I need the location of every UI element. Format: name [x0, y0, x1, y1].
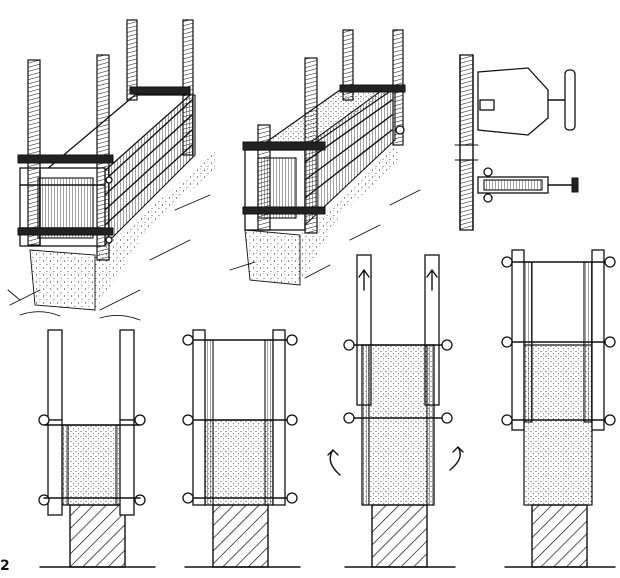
figure-number: 2	[0, 558, 10, 574]
curved-arrow-icon	[449, 446, 464, 471]
section-stage-1	[38, 329, 156, 568]
arrow-up-icon	[426, 269, 438, 291]
section-stage-4	[501, 249, 616, 568]
perspective-formwork-start	[7, 19, 215, 321]
clamp-detail	[454, 54, 579, 231]
arrow-up-icon	[358, 269, 370, 291]
section-stage-2	[182, 329, 301, 568]
curved-arrow-icon	[327, 449, 341, 476]
perspective-formwork-filled	[229, 29, 421, 286]
section-stage-3-lift	[327, 254, 464, 568]
